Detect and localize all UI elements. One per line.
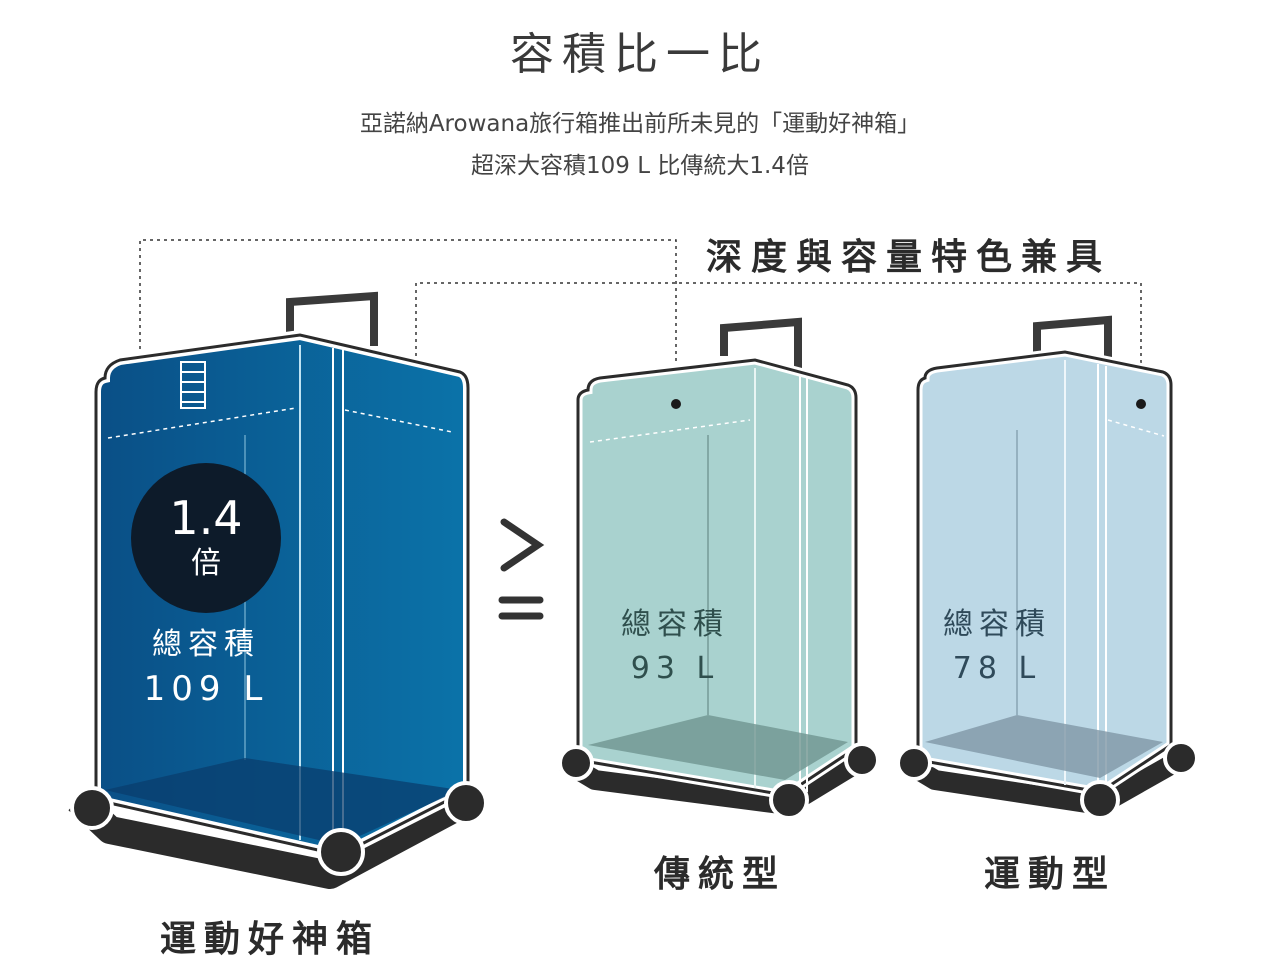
sport-suitcase-volume: 總容積 78 L <box>912 603 1082 691</box>
depth-callout-lines <box>139 239 1142 412</box>
volume-label: 總容積 <box>621 607 729 642</box>
big-suitcase <box>68 291 488 889</box>
volume-value: 109 L <box>143 669 269 709</box>
subtitle-line-1: 亞諾納Arowana旅行箱推出前所未見的「運動好神箱」 <box>359 111 921 137</box>
volume-label: 總容積 <box>943 607 1051 642</box>
ratio-badge <box>131 463 281 613</box>
volume-label: 總容積 <box>152 627 260 662</box>
ratio-value: 1.4 <box>169 491 243 545</box>
subtitle-line-2: 超深大容積109 L 比傳統大1.4倍 <box>471 153 809 179</box>
ratio-unit: 倍 <box>191 546 221 581</box>
traditional-suitcase-volume: 總容積 93 L <box>590 603 760 691</box>
page-title: 容積比一比 <box>510 29 770 80</box>
big-suitcase-name: 運動好神箱 <box>159 919 380 960</box>
sport-suitcase-name: 運動型 <box>983 854 1116 895</box>
big-suitcase-volume: 總容積 109 L <box>108 623 304 711</box>
greater-equal-icon <box>498 518 545 620</box>
volume-value: 78 L <box>952 651 1042 686</box>
ratio-badge-text: 1.4 倍 <box>131 490 281 582</box>
feature-label: 深度與容量特色兼具 <box>706 237 1112 278</box>
traditional-suitcase <box>558 317 880 820</box>
sport-suitcase <box>896 315 1199 820</box>
volume-value: 93 L <box>630 651 720 686</box>
traditional-suitcase-name: 傳統型 <box>653 854 786 895</box>
